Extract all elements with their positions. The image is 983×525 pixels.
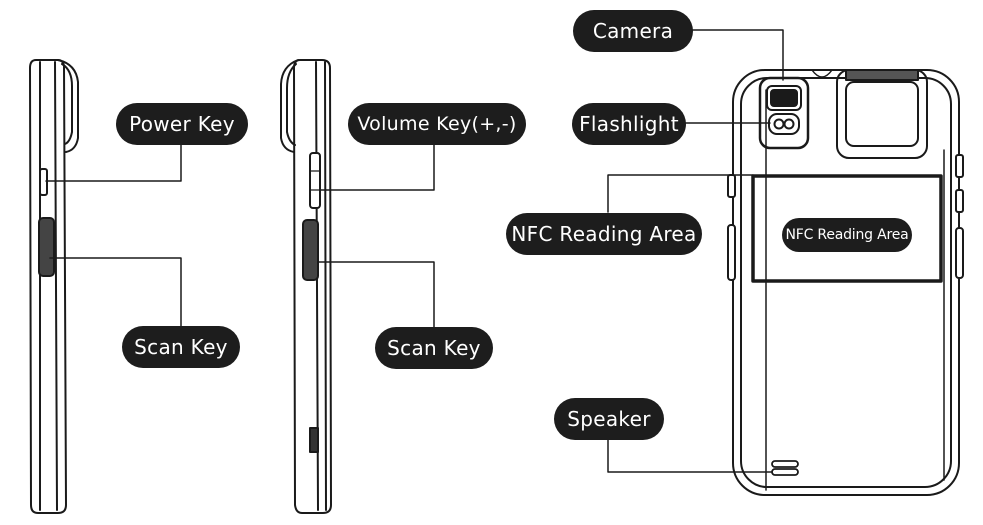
power-key-label: Power Key: [116, 103, 248, 145]
volume-key-label: Volume Key(+,-): [348, 103, 526, 145]
flashlight-label: Flashlight: [572, 103, 686, 145]
speaker-label: Speaker: [554, 398, 664, 440]
scan-key-button-left: [38, 217, 55, 277]
scan-key-label-middle: Scan Key: [375, 327, 493, 369]
camera-module: [758, 76, 810, 150]
speaker-grille-top: [771, 460, 799, 468]
scan-key-label-left: Scan Key: [122, 326, 240, 368]
middle-side-view: [280, 59, 435, 514]
camera-label: Camera: [573, 10, 693, 52]
nfc-reading-area-inner-label: NFC Reading Area: [782, 218, 912, 252]
speaker-grille-bottom: [771, 468, 799, 476]
power-key-button: [39, 168, 48, 196]
left-side-view: [29, 59, 182, 514]
scan-key-button-middle: [302, 219, 319, 281]
nfc-reading-area-label: NFC Reading Area: [506, 213, 702, 255]
flashlight-led-2: [783, 118, 795, 130]
back-view: [607, 29, 964, 496]
nfc-area-box: [751, 174, 943, 283]
volume-key-button: [309, 152, 321, 209]
